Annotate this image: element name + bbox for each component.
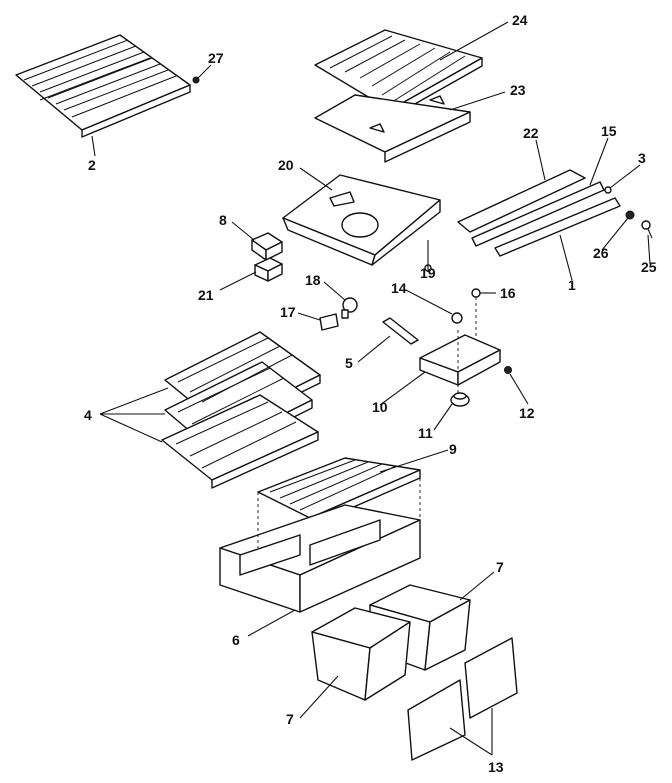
callout-8: 8 [219,212,227,228]
callout-20: 20 [278,157,294,173]
crisper-frame-part-6 [219,504,421,613]
dashed-guides [257,330,459,548]
screw-part-25 [641,220,653,239]
callout-16: 16 [500,285,516,301]
control-box-part-10 [419,334,501,386]
bracket-part-21 [254,257,283,282]
callout-labels: 2 27 24 23 22 15 3 20 8 21 19 26 25 1 18… [84,12,657,775]
callout-27: 27 [208,50,224,66]
callout-26: 26 [593,245,609,261]
bulb-part-18 [341,297,358,319]
rail-part-15 [471,181,605,247]
thermostat-part-16 [471,288,481,340]
callout-7-right: 7 [496,559,504,575]
bar-part-5 [382,317,419,345]
bracket-part-8 [251,232,283,261]
screw-part-12 [504,366,512,374]
callout-14: 14 [391,280,407,296]
callout-11: 11 [418,425,433,441]
callout-23: 23 [510,82,526,98]
callout-25: 25 [641,259,657,275]
callout-13: 13 [488,759,504,775]
callout-4: 4 [84,407,92,423]
callout-10: 10 [372,399,388,415]
callout-2: 2 [88,157,96,173]
callout-3: 3 [638,150,646,166]
leader-lines [91,21,651,756]
crisper-drawer-part-7-left [311,607,411,701]
nut-part-26 [625,210,635,220]
fastener-part-27 [192,76,200,84]
socket-part-17 [319,313,339,331]
shelf-frame-part-24 [314,29,483,119]
callout-7-left: 7 [286,711,294,727]
callout-22: 22 [523,125,539,141]
callout-18: 18 [305,272,321,288]
callout-24: 24 [512,12,528,28]
callout-9: 9 [449,441,457,457]
callout-21: 21 [198,287,214,303]
switch-part-14 [451,312,463,324]
callout-15: 15 [601,123,617,139]
callout-5: 5 [345,355,353,371]
rail-part-22 [457,169,586,233]
rail-part-1 [494,197,621,257]
wire-shelf-part-2 [15,34,191,138]
tray-part-23 [314,94,471,163]
knob-part-11 [450,392,470,407]
callout-19: 19 [420,265,436,281]
callout-17: 17 [280,304,296,320]
clip-part-3 [604,186,612,194]
shelf-housing-part-20 [282,174,441,266]
drawer-fronts-part-13 [407,637,518,761]
callout-6: 6 [232,632,240,648]
callout-1: 1 [568,277,576,293]
shelves-part-4 [161,331,321,489]
callout-12: 12 [519,405,535,421]
